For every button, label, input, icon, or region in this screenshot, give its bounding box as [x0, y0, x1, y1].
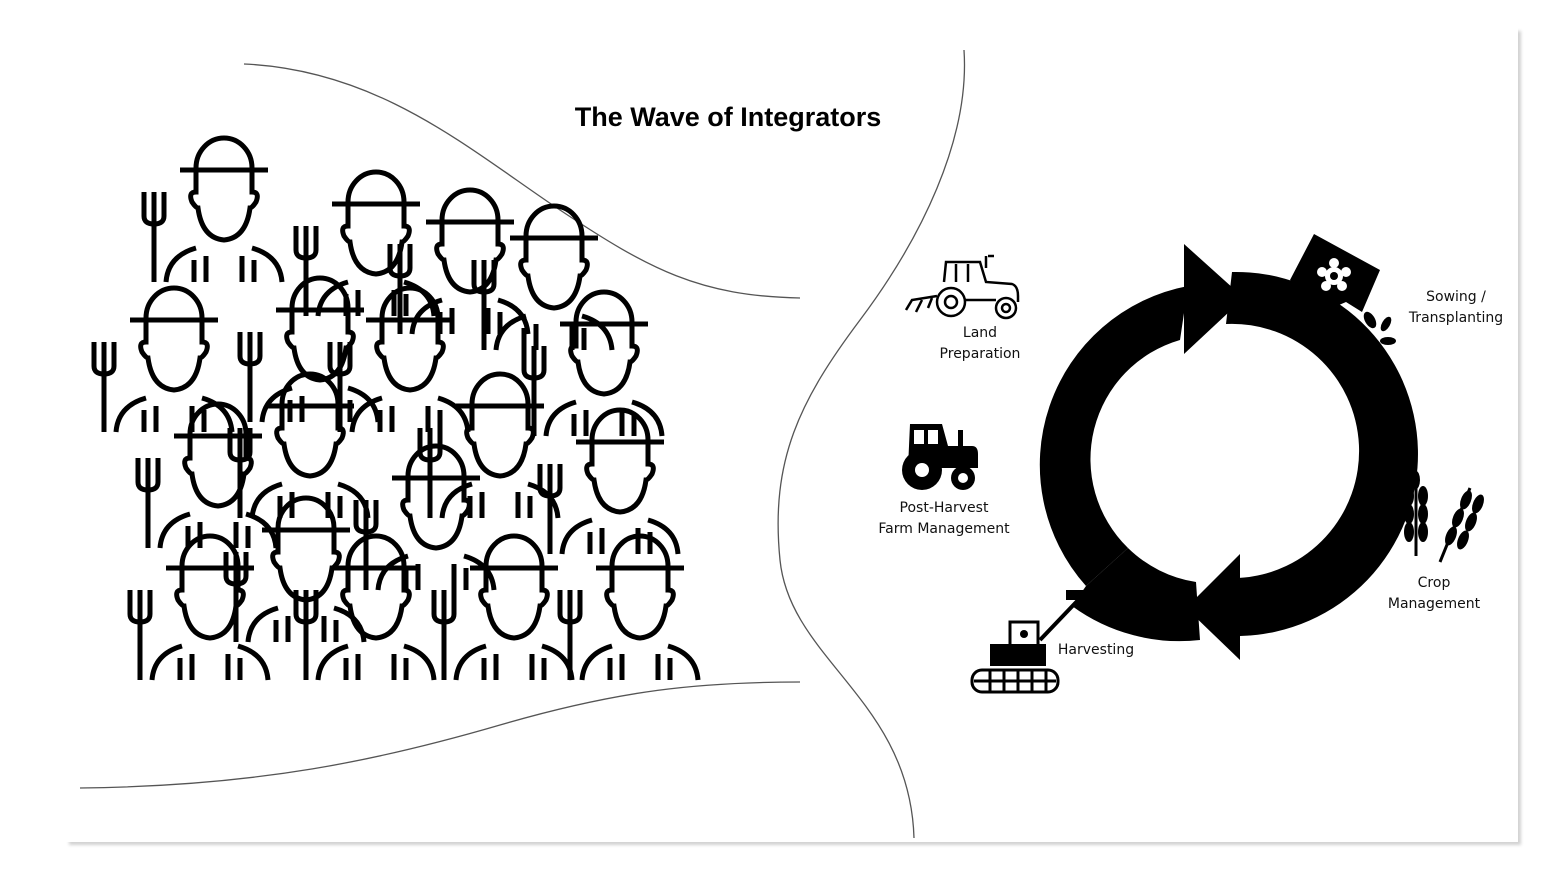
stage-label-line: Preparation	[939, 346, 1021, 362]
farmer-icon	[390, 190, 528, 334]
farmer-icon	[296, 172, 434, 316]
farmer-icon	[540, 410, 678, 554]
stage-label-line: Management	[1387, 596, 1481, 612]
wave-curve-bottom	[79, 681, 801, 789]
farmer-icon	[138, 404, 276, 548]
stage-label-line: Post-Harvest	[899, 500, 989, 516]
slide-title: The Wave of Integrators	[574, 102, 882, 132]
plough-tractor-icon	[904, 254, 1020, 320]
seed-packet-icon	[1290, 234, 1396, 345]
slide-background	[66, 28, 1518, 842]
stage-label-land-preparation: Land Preparation	[930, 323, 1030, 365]
wave-curve-divider	[777, 49, 966, 839]
combine-harvester-icon	[970, 590, 1084, 694]
stage-label-line: Transplanting	[1408, 310, 1504, 326]
stage-label-line: Land	[962, 325, 998, 341]
stage-label-post-harvest: Post-Harvest Farm Management	[874, 498, 1014, 540]
farmer-icon	[524, 292, 662, 436]
stage-label-line: Crop	[1417, 575, 1451, 591]
stage-label-line: Farm Management	[878, 521, 1010, 537]
wheat-icon	[1404, 471, 1484, 563]
farmer-icon	[94, 288, 232, 432]
stage-label-crop-management: Crop Management	[1384, 573, 1484, 615]
stage-label-line: Harvesting	[1057, 642, 1135, 658]
farmer-icon	[434, 536, 572, 680]
stage-label-sowing: Sowing / Transplanting	[1404, 287, 1508, 329]
stage-label-line: Sowing /	[1426, 289, 1486, 305]
cycle-arrows-icon	[1039, 244, 1418, 660]
farmer-icon	[560, 536, 698, 680]
farmer-icon	[144, 138, 282, 282]
farmer-crowd	[94, 138, 698, 680]
farmer-icon	[474, 206, 612, 350]
tractor-icon	[902, 424, 978, 490]
stage-label-harvesting: Harvesting	[1054, 640, 1138, 661]
